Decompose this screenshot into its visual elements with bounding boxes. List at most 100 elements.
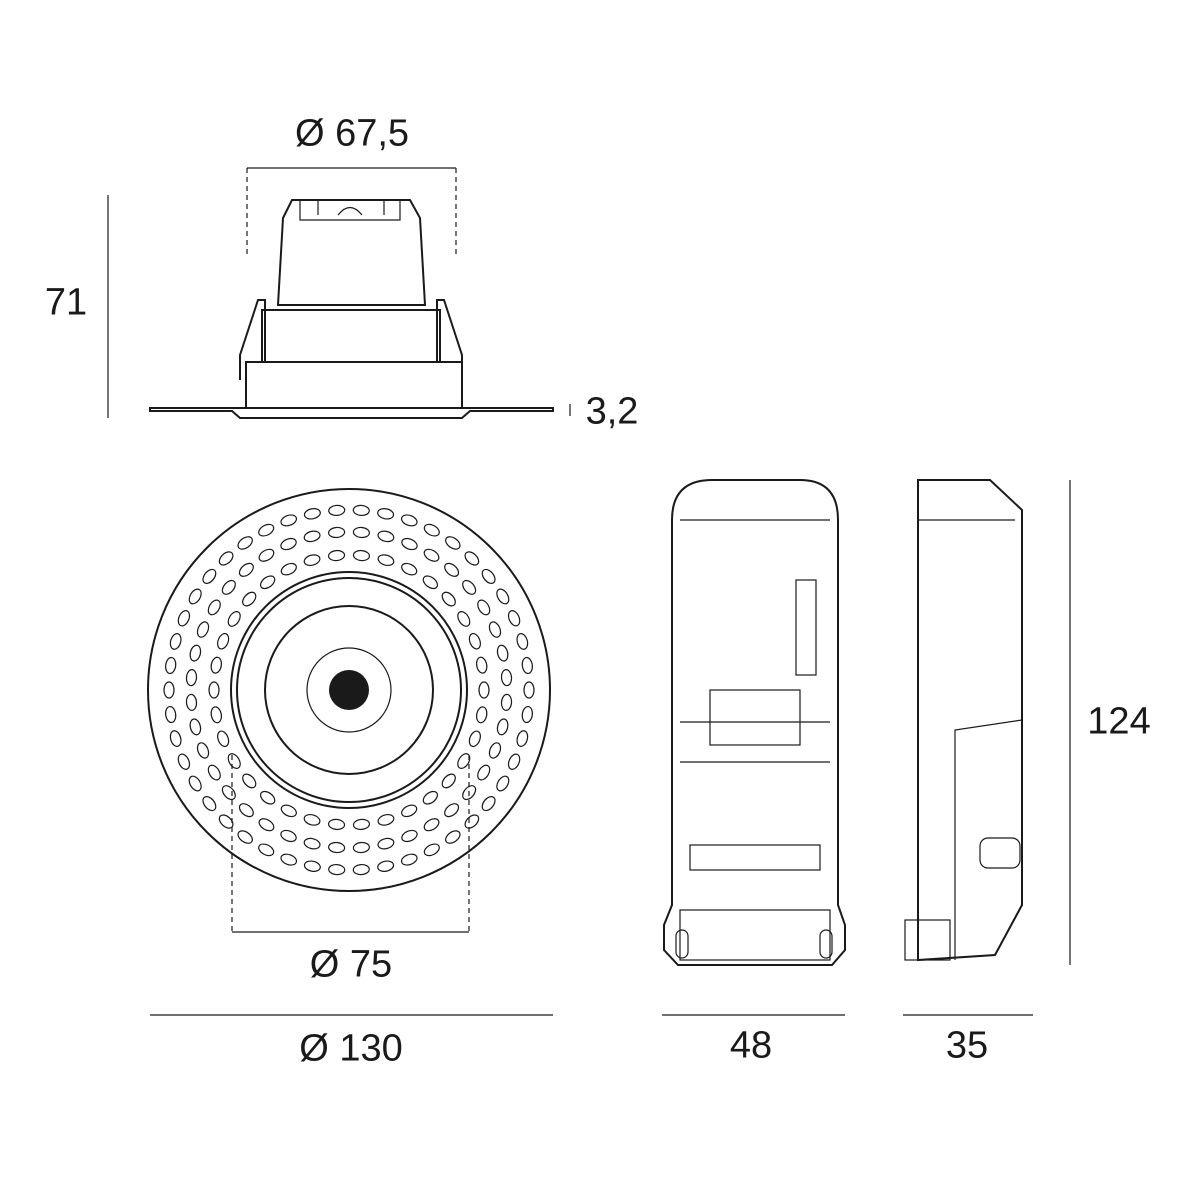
perforation-hole [207, 764, 221, 781]
perforation-hole [210, 706, 223, 724]
perforation-hole [377, 508, 395, 520]
perforation-hole [377, 813, 395, 826]
perforation-hole [400, 514, 418, 527]
perforation-hole [521, 705, 533, 724]
luminaire-front-view [147, 488, 551, 892]
perforation-hole [500, 693, 513, 711]
perforation-hole [507, 753, 521, 770]
perforation-hole [477, 764, 491, 781]
perforation-hole [445, 536, 461, 550]
perforation-hole [238, 562, 254, 577]
perforation-hole [464, 814, 480, 829]
perforation-hole [481, 796, 496, 812]
perforation-hole [468, 632, 481, 650]
perforation-hole [188, 588, 202, 605]
perforation-hole [488, 742, 502, 759]
perforation-hole [188, 775, 202, 792]
perforation-hole [422, 575, 439, 590]
perforation-hole [237, 830, 253, 844]
perforation-hole [441, 591, 456, 607]
perforation-hole [221, 785, 236, 801]
perforation-hole [478, 681, 490, 699]
perforation-hole [303, 530, 321, 543]
perforation-hole [210, 656, 223, 674]
perforation-hole [169, 633, 182, 650]
perforation-hole [280, 514, 298, 527]
perforation-hole [280, 537, 297, 551]
perforation-hole [303, 860, 321, 872]
perforation-hole [468, 730, 481, 748]
perforation-hole [401, 804, 418, 818]
perforation-hole [377, 530, 395, 543]
perforation-hole [475, 656, 488, 674]
perforation-hole [444, 562, 460, 577]
dim-flange-thickness: 3,2 [585, 390, 639, 433]
driver-side-view [904, 479, 1023, 962]
perforation-hole [258, 523, 275, 537]
perforation-hole [258, 818, 275, 832]
perforation-hole [481, 568, 496, 584]
perforation-hole [475, 706, 488, 724]
perforation-hole [185, 669, 198, 687]
perforation-hole [189, 718, 202, 736]
perforation-hole [242, 773, 257, 789]
dim-driver-depth: 35 [945, 1024, 989, 1067]
perforation-hole [352, 863, 370, 876]
dim-top-diameter: Ø 67,5 [294, 112, 410, 155]
dim-cutout-diameter: Ø 75 [309, 943, 393, 986]
perforation-hole [328, 504, 346, 517]
perforation-hole [352, 818, 371, 831]
perforation-hole [328, 526, 346, 539]
perforation-hole [221, 579, 236, 595]
perforation-hole [258, 548, 275, 562]
perforation-hole [258, 843, 275, 857]
perforation-hole [303, 554, 321, 567]
dim-height: 71 [44, 281, 88, 324]
perforation-hole [202, 568, 217, 584]
perforation-hole [457, 611, 471, 627]
perforation-hole [217, 730, 230, 748]
perforation-hole [441, 773, 456, 789]
perforation-hole [401, 562, 418, 576]
perforation-hole [352, 526, 370, 539]
perforation-hole [457, 753, 471, 769]
perforation-hole [280, 829, 297, 843]
perforation-hole [462, 785, 477, 801]
perforation-hole [352, 549, 371, 562]
perforation-hole [423, 523, 440, 537]
driver-front-view [663, 479, 846, 966]
perforation-hole [496, 588, 510, 605]
perforation-hole [488, 621, 502, 638]
perforation-hole [521, 656, 533, 675]
perforation-hole [218, 551, 234, 566]
perforation-hole [328, 863, 346, 876]
perforation-hole [423, 818, 440, 832]
perforation-hole [464, 551, 480, 566]
perforation-hole [242, 591, 257, 607]
perforation-hole [400, 853, 418, 866]
perforation-hole [496, 644, 509, 662]
perforation-hole [352, 504, 370, 517]
perforation-hole [496, 718, 509, 736]
perforation-hole [523, 681, 535, 699]
perforation-hole [303, 813, 321, 826]
dim-driver-width: 48 [729, 1024, 773, 1067]
perforation-hole [516, 730, 529, 747]
perforation-hole [352, 841, 370, 854]
perforation-hole [227, 753, 241, 769]
perforation-hole [377, 837, 395, 850]
perforation-hole [327, 818, 346, 831]
perforation-hole [280, 804, 297, 818]
perforation-hole [259, 575, 276, 590]
perforation-hole [165, 656, 177, 675]
perforation-hole [303, 508, 321, 520]
perforation-hole [177, 610, 191, 627]
perforation-hole [163, 681, 175, 699]
perforation-hole [238, 803, 254, 818]
perforation-hole [207, 599, 221, 616]
perforation-hole [177, 753, 191, 770]
perforation-hole [259, 790, 276, 805]
perforation-hole [496, 775, 510, 792]
perforation-hole [327, 549, 346, 562]
